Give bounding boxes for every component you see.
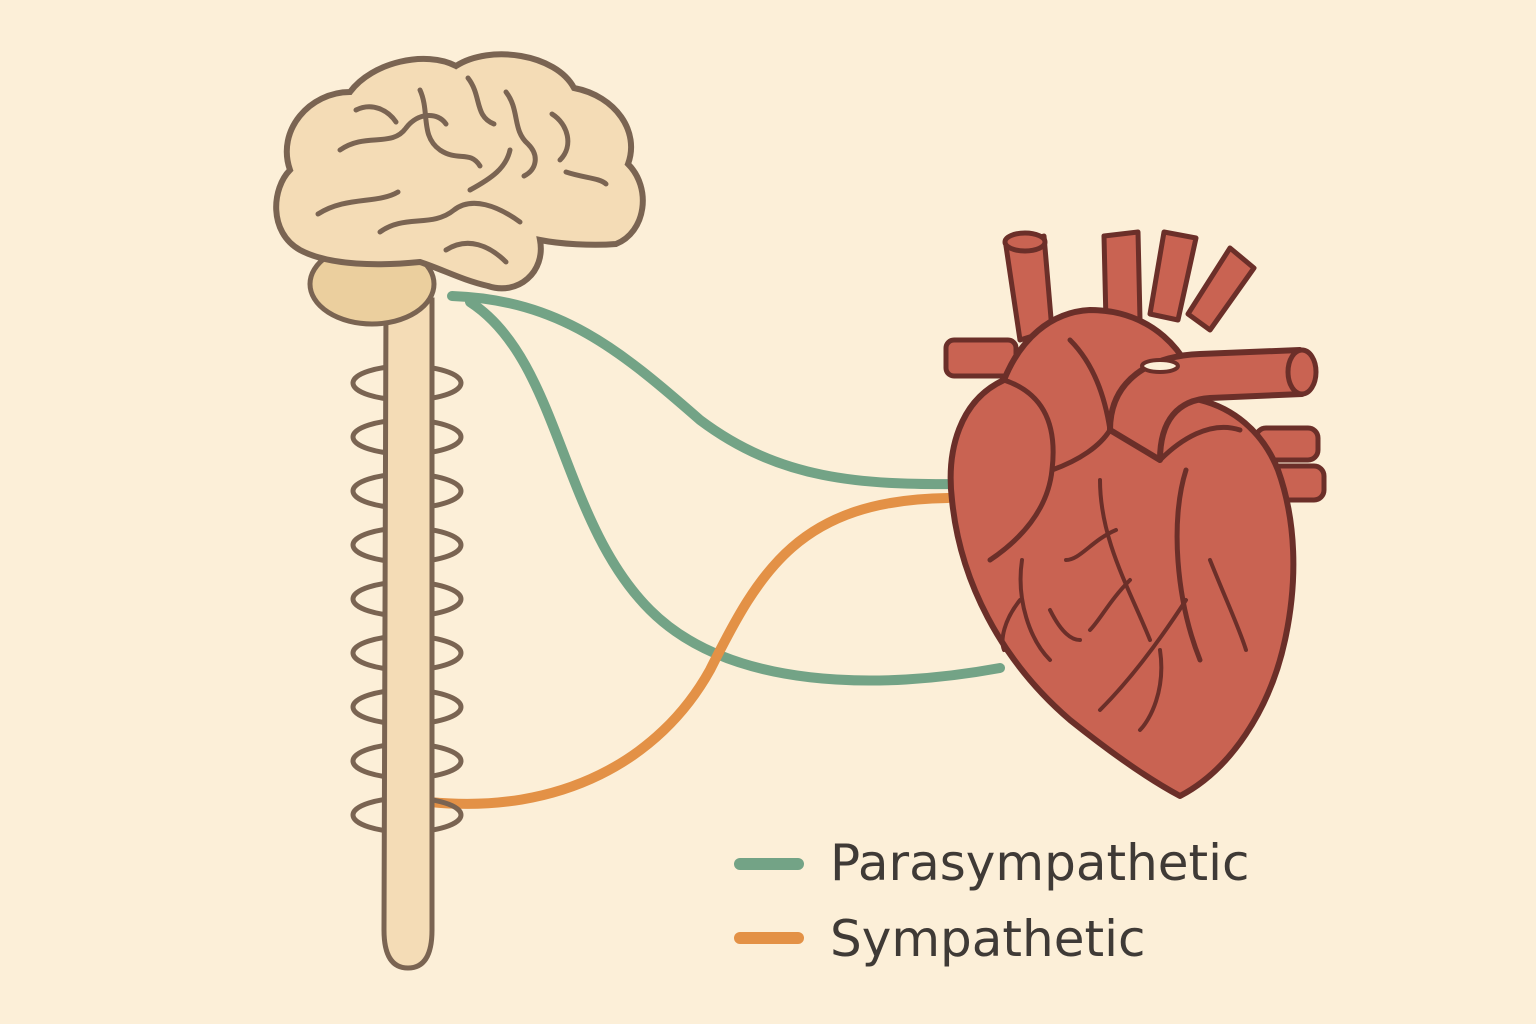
spinal-column: [381, 297, 435, 971]
brain-folds: [315, 75, 609, 265]
cerebrum: [273, 51, 646, 292]
legend-item-sympathetic: Sympathetic: [734, 910, 1145, 968]
aorta-opening: [1285, 347, 1319, 397]
brain: [273, 51, 646, 327]
arch-hole: [1140, 358, 1180, 374]
coronary-vessels: [1000, 478, 1248, 732]
legend-label-parasympathetic: Parasympathetic: [830, 834, 1250, 892]
legend-label-sympathetic: Sympathetic: [830, 910, 1145, 968]
parasympathetic-nerve-upper: [447, 291, 967, 490]
spinal-cord: [350, 297, 464, 971]
aortic-arch: [1107, 347, 1305, 463]
arch-branch-2: [1147, 229, 1199, 323]
sympathetic-nerve: [425, 493, 953, 809]
parasympathetic-nerve-lower: [465, 297, 1005, 686]
heart-contours: [987, 337, 1243, 663]
legend: Parasympathetic Sympathetic: [734, 834, 1250, 968]
legend-item-parasympathetic: Parasympathetic: [734, 834, 1250, 892]
vena-cava-opening: [1002, 230, 1048, 254]
arch-branch-3: [1185, 245, 1257, 333]
heart: [943, 229, 1327, 799]
nerve-pathways: [425, 291, 1005, 809]
